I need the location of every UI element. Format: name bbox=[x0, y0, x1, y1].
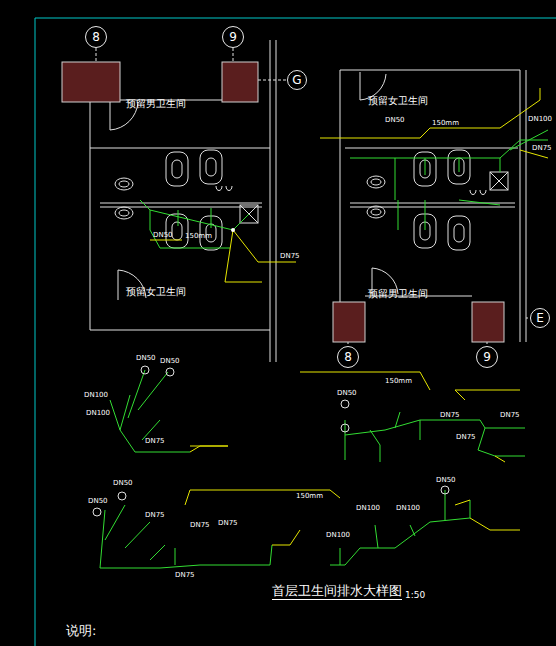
pipe-size-label: DN75 bbox=[145, 512, 165, 519]
pipe-size-label: DN50 bbox=[88, 498, 108, 505]
axis-number: 9 bbox=[483, 351, 491, 363]
drawing-title: 首层卫生间排水大样图 bbox=[272, 584, 402, 600]
pipe-size-label: DN50 bbox=[153, 232, 173, 239]
axis-number: E bbox=[536, 312, 544, 324]
pipe-size-label: DN100 bbox=[326, 532, 350, 539]
pipe-size-label: 150mm bbox=[385, 378, 412, 385]
pipe-size-label: DN75 bbox=[440, 412, 460, 419]
pipe-size-label: DN75 bbox=[218, 520, 238, 527]
grid-axis-bubble: E bbox=[530, 308, 550, 328]
pipe-size-label: DN75 bbox=[145, 438, 165, 445]
pipe-size-label: 150mm bbox=[432, 120, 459, 127]
pipe-size-label: DN50 bbox=[385, 117, 405, 124]
pipe-size-label: DN75 bbox=[532, 145, 552, 152]
pipe-size-label: DN50 bbox=[337, 390, 357, 397]
axis-number: G bbox=[292, 74, 301, 86]
grid-axis-bubble: G bbox=[287, 70, 307, 90]
pipe-size-label: DN50 bbox=[160, 358, 180, 365]
axis-number: 9 bbox=[229, 31, 237, 43]
pipe-size-label: DN100 bbox=[396, 505, 420, 512]
grid-axis-bubble: 9 bbox=[222, 26, 244, 48]
room-name: 预留女卫生间 bbox=[368, 96, 428, 106]
pipe-size-label: DN75 bbox=[175, 572, 195, 579]
pipe-size-label: DN100 bbox=[356, 505, 380, 512]
pipe-size-label: 150mm bbox=[296, 493, 323, 500]
room-name: 预留女卫生间 bbox=[126, 287, 186, 297]
pipe-size-label: DN100 bbox=[86, 410, 110, 417]
grid-axis-bubble: 8 bbox=[85, 26, 107, 48]
grid-axis-bubble: 9 bbox=[476, 346, 498, 368]
pipe-size-label: DN100 bbox=[84, 392, 108, 399]
axis-number: 8 bbox=[92, 31, 100, 43]
pipe-size-label: DN50 bbox=[113, 480, 133, 487]
grid-axis-bubble: 8 bbox=[337, 346, 359, 368]
room-name: 预留男卫生间 bbox=[126, 99, 186, 109]
drawing-note: 1:50 bbox=[405, 591, 425, 600]
pipe-size-label: DN50 bbox=[436, 477, 456, 484]
drawing-note: 说明: bbox=[66, 624, 96, 637]
pipe-size-label: 150mm bbox=[185, 233, 212, 240]
pipe-size-label: DN75 bbox=[500, 412, 520, 419]
pipe-size-label: DN75 bbox=[280, 253, 300, 260]
room-name: 预留男卫生间 bbox=[368, 289, 428, 299]
pipe-size-label: DN50 bbox=[136, 355, 156, 362]
pipe-size-label: DN75 bbox=[456, 434, 476, 441]
axis-number: 8 bbox=[344, 351, 352, 363]
pipe-size-label: DN100 bbox=[528, 116, 552, 123]
pipe-size-label: DN75 bbox=[190, 522, 210, 529]
